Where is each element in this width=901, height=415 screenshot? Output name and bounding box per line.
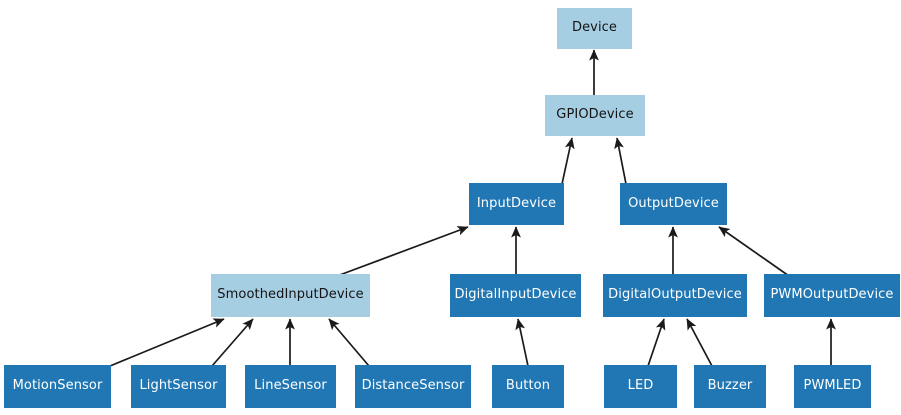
class-node-button[interactable]: Button xyxy=(492,365,564,408)
edge-led-digitaloutput xyxy=(647,318,666,367)
class-node-label: InputDevice xyxy=(476,195,557,211)
class-node-outputdevice[interactable]: OutputDevice xyxy=(620,183,727,225)
class-node-label: DistanceSensor xyxy=(361,378,465,394)
class-node-smoothedinputdevice[interactable]: SmoothedInputDevice xyxy=(211,274,370,317)
class-node-label: Device xyxy=(571,20,618,36)
edge-distancesensor-smoothed xyxy=(328,318,370,367)
class-node-inputdevice[interactable]: InputDevice xyxy=(469,183,564,225)
class-node-label: Buzzer xyxy=(707,378,753,394)
edge-buzzer-digitaloutput xyxy=(686,318,713,367)
class-node-label: OutputDevice xyxy=(628,195,719,211)
edge-smoothed-inputdevice xyxy=(336,226,469,277)
class-node-gpiodevice[interactable]: GPIODevice xyxy=(545,95,645,136)
class-node-pwmled[interactable]: PWMLED xyxy=(794,365,871,408)
class-node-label: DigitalOutputDevice xyxy=(608,287,742,303)
class-node-label: MotionSensor xyxy=(12,378,103,394)
edge-outputdevice-gpiodevice xyxy=(614,137,627,185)
class-node-label: GPIODevice xyxy=(556,107,634,123)
edge-pwmoutput-outputdevice xyxy=(718,226,790,277)
edge-lightsensor-smoothed xyxy=(211,318,254,367)
edge-inputdevice-gpiodevice xyxy=(561,137,575,185)
class-node-label: LineSensor xyxy=(254,378,327,394)
class-node-led[interactable]: LED xyxy=(604,365,677,408)
class-node-lightsensor[interactable]: LightSensor xyxy=(131,365,226,408)
class-node-label: LightSensor xyxy=(139,378,218,394)
edge-button-digitalinput xyxy=(515,318,529,367)
class-node-label: LED xyxy=(627,378,654,394)
class-node-label: PWMLED xyxy=(803,378,862,394)
class-node-linesensor[interactable]: LineSensor xyxy=(245,365,336,408)
class-node-pwmoutputdevice[interactable]: PWMOutputDevice xyxy=(764,274,900,317)
class-node-label: SmoothedInputDevice xyxy=(217,287,364,303)
class-node-device[interactable]: Device xyxy=(557,8,632,49)
class-node-buzzer[interactable]: Buzzer xyxy=(694,365,766,408)
class-node-motionsensor[interactable]: MotionSensor xyxy=(4,365,111,408)
edge-motionsensor-smoothed xyxy=(109,318,225,367)
class-node-label: DigitalInputDevice xyxy=(454,287,577,303)
class-node-label: PWMOutputDevice xyxy=(770,287,894,303)
class-node-label: Button xyxy=(505,378,551,394)
class-node-digitalinputdevice[interactable]: DigitalInputDevice xyxy=(450,274,581,317)
class-node-digitaloutputdevice[interactable]: DigitalOutputDevice xyxy=(603,274,747,317)
class-node-distancesensor[interactable]: DistanceSensor xyxy=(355,365,471,408)
